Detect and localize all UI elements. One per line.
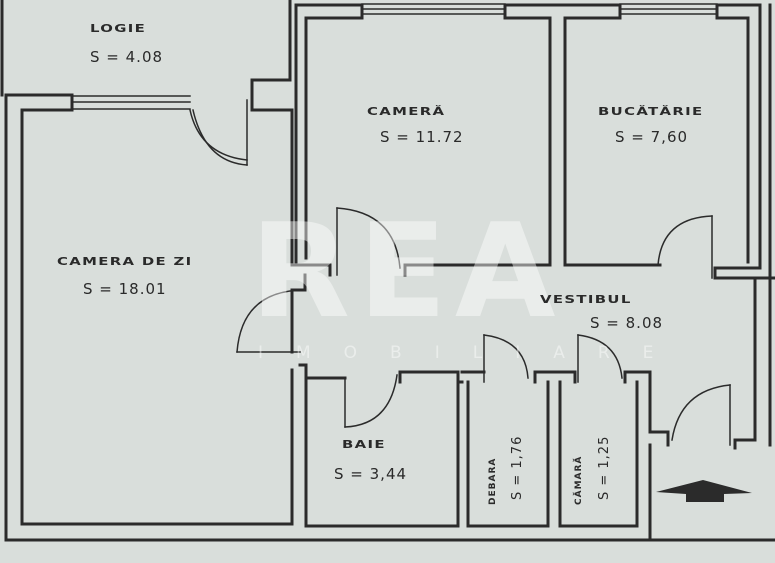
room-area-bucatarie: S = 7,60 — [615, 128, 689, 146]
room-name-baie: BAIE — [342, 438, 386, 451]
room-name-camara: CĂMARĂ — [574, 455, 584, 505]
bucatarie-walls — [713, 3, 775, 450]
room-area-camera: S = 11.72 — [380, 128, 464, 146]
camera-walls — [294, 3, 662, 277]
room-area-debara: S = 1,76 — [510, 435, 525, 500]
door-camara — [577, 334, 623, 383]
room-area-camera-de-zi: S = 18.01 — [83, 280, 167, 298]
window-camera — [361, 3, 506, 15]
camara-walls — [558, 370, 670, 528]
room-name-vestibul: VESTIBUL — [540, 293, 632, 306]
room-area-logie: S = 4.08 — [90, 48, 164, 66]
window-bucatarie — [619, 3, 718, 15]
door-living-logie — [189, 99, 248, 166]
room-name-camera: CAMERĂ — [367, 105, 446, 118]
door-debara — [483, 334, 529, 383]
baie-walls — [304, 370, 464, 528]
room-name-camera-de-zi: CAMERA DE ZI — [57, 255, 193, 268]
logie-walls — [0, 0, 307, 267]
room-name-debara: DEBARA — [488, 457, 498, 505]
room-area-camara: S = 1,25 — [597, 435, 612, 500]
debara-walls — [460, 370, 577, 528]
door-baie — [344, 374, 398, 428]
door-entrance — [671, 384, 731, 446]
room-area-baie: S = 3,44 — [334, 465, 408, 483]
room-name-logie: LOGIE — [90, 22, 147, 35]
window-living — [71, 95, 191, 110]
outer-wall — [4, 93, 775, 542]
room-name-bucatarie: BUCĂTĂRIE — [598, 105, 704, 118]
door-camera — [336, 207, 401, 276]
door-living — [236, 289, 306, 353]
door-bucatarie — [657, 215, 713, 279]
room-area-vestibul: S = 8.08 — [590, 314, 664, 332]
entrance-arrow-icon — [656, 480, 752, 502]
